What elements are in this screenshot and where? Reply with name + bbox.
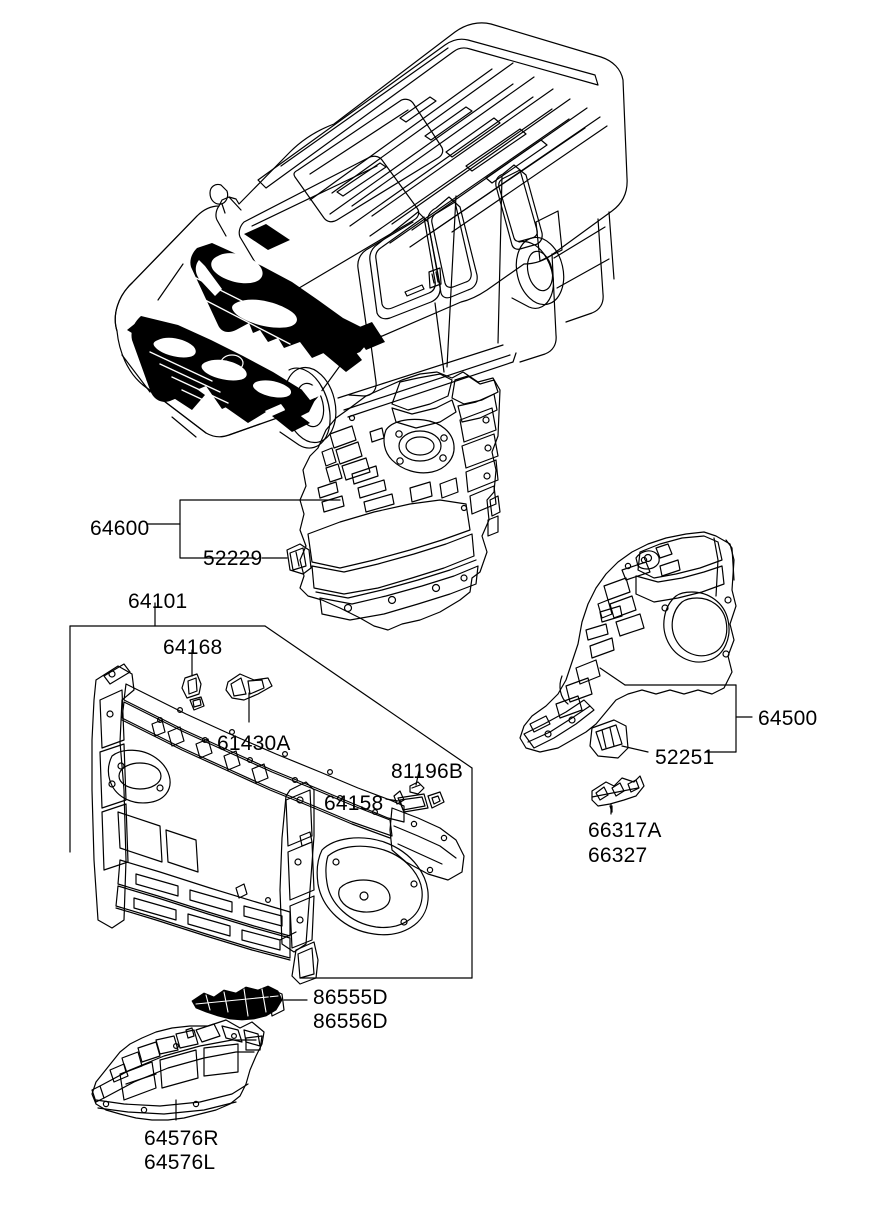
splash-shield-bracket (191, 985, 285, 1021)
part-label-64600: 64600 (90, 517, 150, 540)
part-label-86555d: 86555D (313, 986, 388, 1009)
striker-bracket-64158 (393, 790, 445, 813)
part-label-64500: 64500 (758, 707, 818, 730)
fender-apron-lh-illustration (299, 371, 501, 631)
part-label-52251: 52251 (655, 746, 715, 769)
leader-64101 (69, 602, 473, 979)
fender-apron-liner (91, 1019, 265, 1121)
radiator-support-illustration (91, 663, 465, 985)
part-label-64576r: 64576R (144, 1127, 219, 1150)
part-label-66327: 66327 (588, 844, 648, 867)
part-label-52229: 52229 (203, 547, 263, 570)
reinforcement-bracket-66317a (591, 775, 645, 807)
apron-clip-52251 (589, 719, 629, 759)
leader-52251 (621, 745, 649, 753)
leader-81196b (415, 770, 420, 786)
part-label-64158: 64158 (324, 792, 384, 815)
part-label-81196b: 81196B (391, 760, 464, 783)
leader-64158 (385, 798, 399, 802)
part-label-64576l: 64576L (144, 1151, 216, 1174)
fender-apron-rh-illustration (519, 531, 737, 753)
leader-64500 (599, 667, 753, 753)
part-label-86556d: 86556D (313, 1010, 388, 1033)
hood-stay-bracket-61430a (225, 673, 273, 701)
part-label-66317a: 66317A (588, 819, 662, 842)
part-label-64168: 64168 (163, 636, 223, 659)
vehicle-illustration (114, 22, 628, 449)
leader-64600 (146, 499, 341, 559)
support-clip-64168 (181, 673, 205, 711)
apron-clip-52229 (286, 543, 312, 575)
part-label-64101: 64101 (128, 590, 188, 613)
leader-66317a (609, 803, 613, 815)
part-label-61430a: 61430A (217, 732, 291, 755)
